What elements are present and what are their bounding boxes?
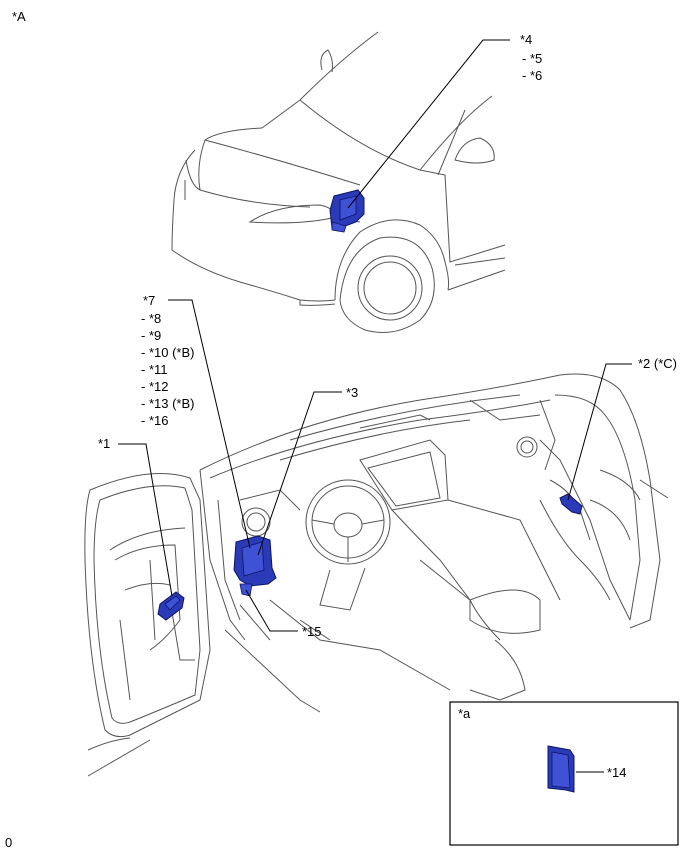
inset-label-a: *a [458, 706, 471, 721]
callout-11: - *11 [141, 362, 168, 377]
callout-10: - *10 (*B) [141, 345, 194, 360]
callout-5: - *5 [522, 51, 542, 66]
callout-3: *3 [346, 385, 358, 400]
callout-9: - *9 [141, 328, 161, 343]
callout-12: - *12 [141, 379, 168, 394]
callout-8: - *8 [141, 311, 161, 326]
callout-13: - *13 (*B) [141, 396, 194, 411]
left-door-switch [157, 591, 185, 621]
inset-ecu-module [547, 745, 575, 793]
body-ecu-under-dash [233, 535, 277, 597]
callout-1: *1 [98, 436, 110, 451]
left-door [84, 473, 211, 777]
figure-code: 0 [5, 835, 12, 850]
callout-6: - *6 [522, 68, 542, 83]
leader-lines [118, 39, 632, 773]
callout-16: - *16 [141, 413, 168, 428]
view-label-a: *A [12, 9, 26, 24]
right-door-switch [559, 493, 583, 515]
vehicle-front-view [171, 31, 506, 333]
vehicle-interior-view [199, 373, 669, 713]
callout-15: *15 [302, 624, 322, 639]
callout-2: *2 (*C) [638, 356, 677, 371]
inset-box [449, 701, 679, 846]
callout-14: *14 [607, 765, 627, 780]
callout-4: *4 [520, 32, 532, 47]
ecu-module-engine [329, 189, 365, 233]
callout-7: *7 [143, 293, 155, 308]
